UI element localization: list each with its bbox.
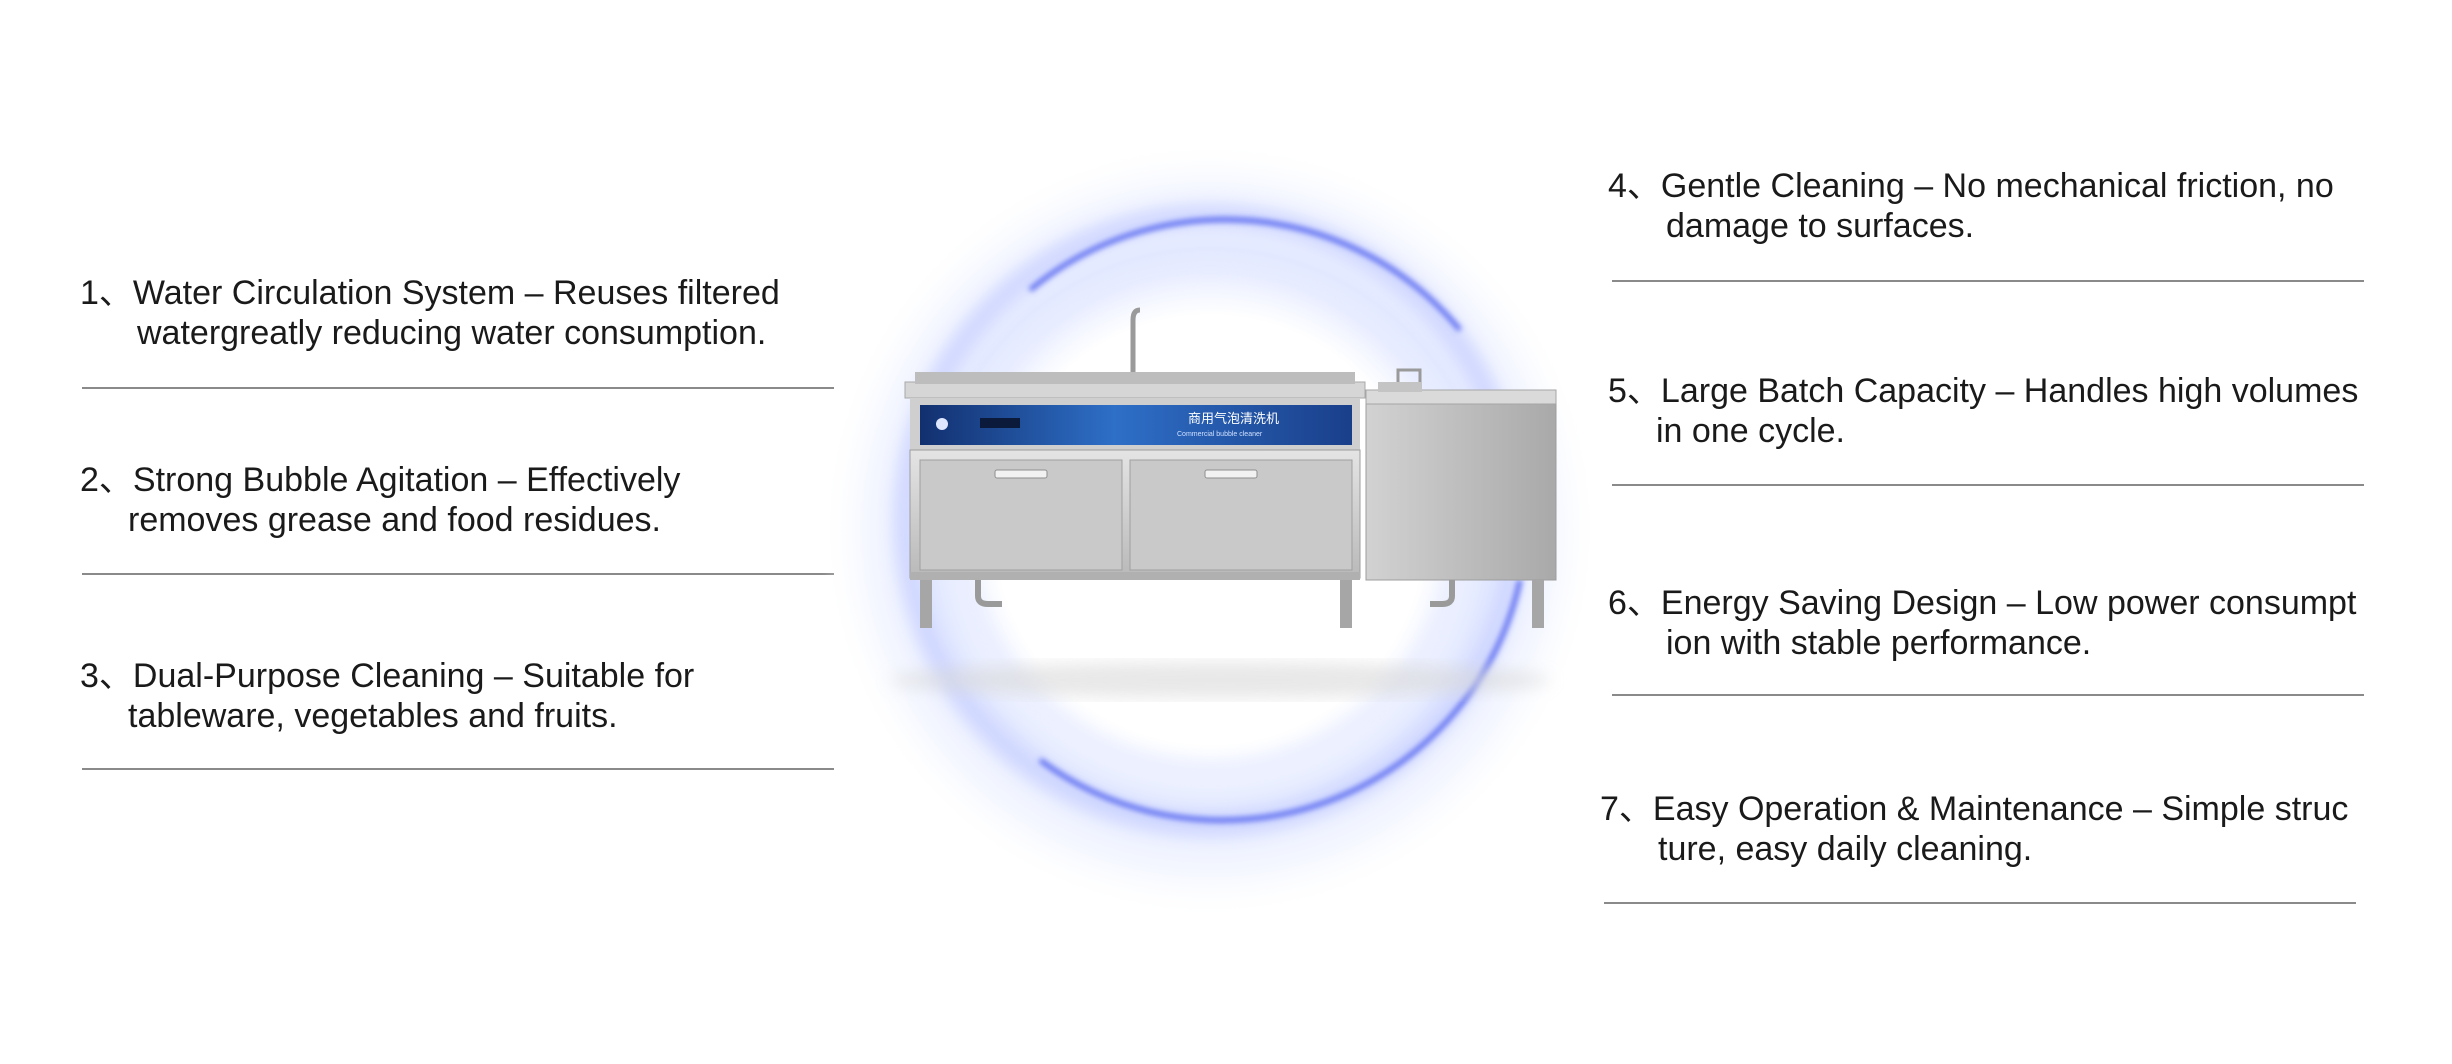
feature-7: 7、Easy Operation & Maintenance – Simple …	[1600, 789, 2348, 869]
drain-pipe	[1430, 580, 1455, 607]
feature-6-title: 6、Energy Saving Design – Low power consu…	[1608, 584, 2357, 622]
door-handle-left	[994, 469, 1048, 479]
feature-6: 6、Energy Saving Design – Low power consu…	[1608, 583, 2356, 663]
divider-2	[82, 573, 834, 575]
leg	[1532, 580, 1544, 628]
feature-5-title: 5、Large Batch Capacity – Handles high vo…	[1608, 372, 2359, 410]
feature-3-title: 3、Dual-Purpose Cleaning – Suitable for	[80, 657, 695, 695]
feature-2: 2、Strong Bubble Agitation – Effectively …	[80, 460, 680, 540]
divider-3	[82, 768, 834, 770]
side-tank	[1365, 399, 1557, 581]
divider-5	[1612, 484, 2364, 486]
divider-7	[1604, 902, 2356, 904]
feature-1-desc: watergreatly reducing water consumption.	[137, 314, 767, 352]
product-hero: 商用气泡清洗机 Commercial bubble cleaner	[800, 120, 1600, 940]
divider-1	[82, 387, 834, 389]
feature-6-desc: ion with stable performance.	[1666, 624, 2092, 662]
divider-6	[1612, 694, 2364, 696]
feature-2-desc: removes grease and food residues.	[128, 501, 661, 539]
display-screen	[980, 418, 1020, 428]
power-knob-icon	[936, 418, 948, 430]
feature-5: 5、Large Batch Capacity – Handles high vo…	[1608, 371, 2358, 451]
product-illustration: 商用气泡清洗机 Commercial bubble cleaner	[820, 140, 1600, 920]
drain-pipe	[975, 580, 1002, 607]
bubble-cleaner-machine: 商用气泡清洗机 Commercial bubble cleaner	[904, 307, 1557, 628]
faucet-icon	[1130, 307, 1141, 380]
feature-1: 1、Water Circulation System – Reuses filt…	[80, 273, 780, 353]
feature-4-title: 4、Gentle Cleaning – No mechanical fricti…	[1608, 167, 2334, 205]
feature-2-title: 2、Strong Bubble Agitation – Effectively	[80, 461, 681, 499]
feature-1-title: 1、Water Circulation System – Reuses filt…	[80, 274, 780, 312]
machine-shadow	[890, 662, 1550, 698]
feature-7-desc: ture, easy daily cleaning.	[1658, 830, 2033, 868]
leg	[1340, 580, 1352, 628]
feature-5-desc: in one cycle.	[1656, 412, 1845, 450]
feature-4: 4、Gentle Cleaning – No mechanical fricti…	[1608, 166, 2334, 246]
feature-4-desc: damage to surfaces.	[1666, 207, 1975, 245]
door-handle-right	[1204, 469, 1258, 479]
panel-title: 商用气泡清洗机	[1188, 411, 1279, 427]
divider-4	[1612, 280, 2364, 282]
panel-subtitle: Commercial bubble cleaner	[1177, 431, 1263, 438]
feature-3-desc: tableware, vegetables and fruits.	[128, 697, 618, 735]
leg	[920, 580, 932, 628]
feature-3: 3、Dual-Purpose Cleaning – Suitable for t…	[80, 656, 694, 736]
feature-7-title: 7、Easy Operation & Maintenance – Simple …	[1600, 790, 2349, 828]
